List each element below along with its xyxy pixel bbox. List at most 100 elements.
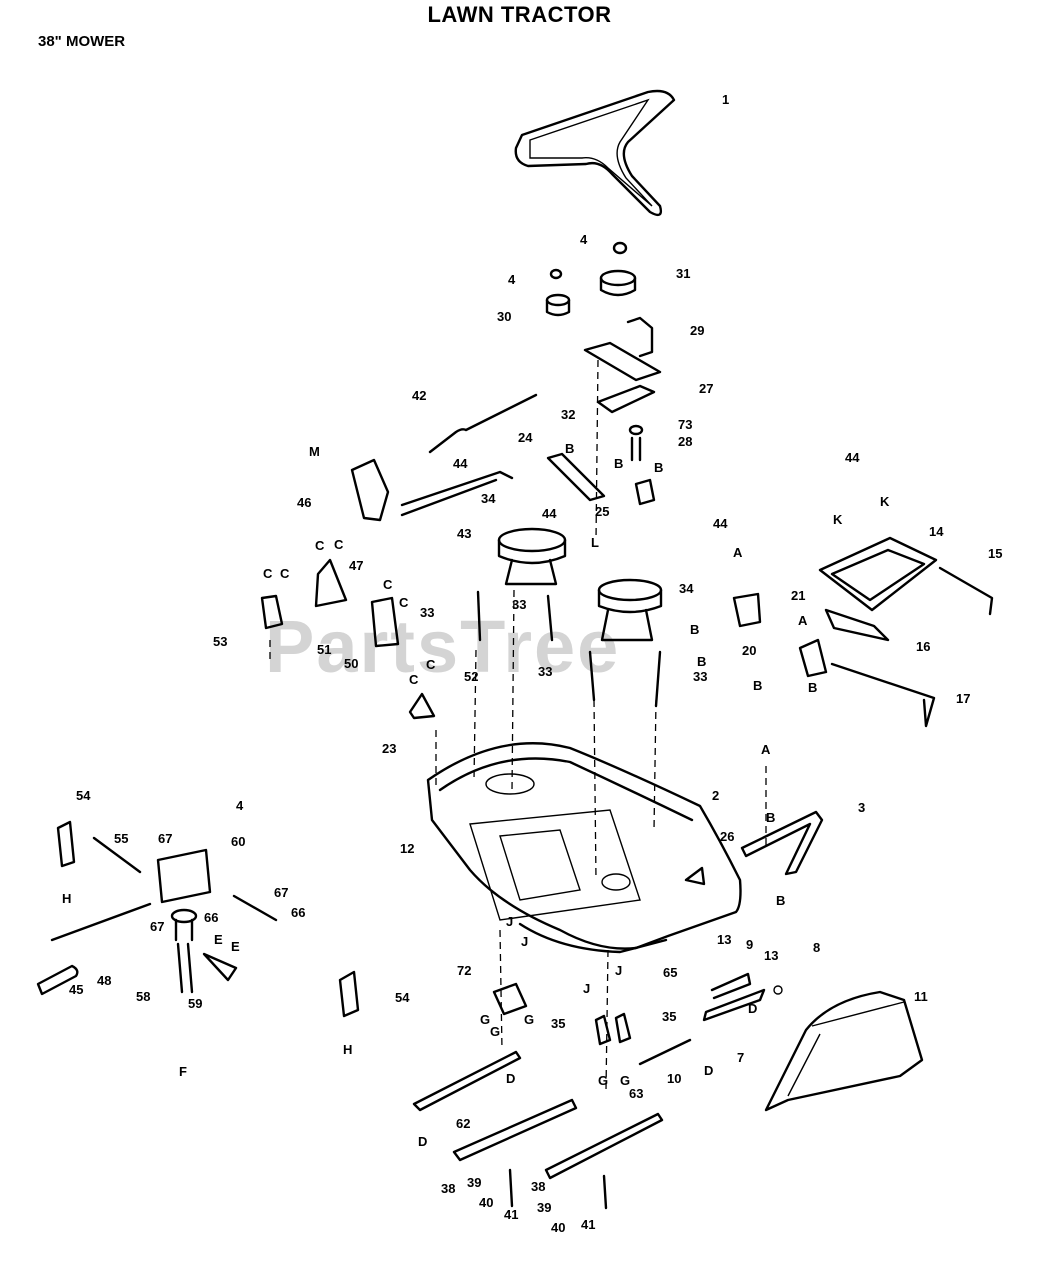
left-side-components xyxy=(36,820,360,1018)
part-number-label: 52 xyxy=(464,669,478,684)
part-number-label: 44 xyxy=(453,456,468,471)
drive-belt xyxy=(514,89,676,217)
part-number-label: 35 xyxy=(551,1016,565,1031)
part-number-label: 14 xyxy=(929,524,944,539)
part-number-label: 44 xyxy=(542,506,557,521)
alignment-lines xyxy=(269,359,767,1091)
part-number-label: 63 xyxy=(629,1086,643,1101)
part-number-label: 40 xyxy=(551,1220,565,1235)
part-number-label: 33 xyxy=(512,597,526,612)
reference-letter: A xyxy=(798,613,808,628)
part-number-label: 66 xyxy=(204,910,218,925)
part-number-label: 38 xyxy=(441,1181,455,1196)
part-number-label: 42 xyxy=(412,388,426,403)
part-number-label: 41 xyxy=(504,1207,518,1222)
reference-letter: B xyxy=(808,680,817,695)
part-number-label: 10 xyxy=(667,1071,681,1086)
part-number-label: 54 xyxy=(395,990,410,1005)
part-number-label: 40 xyxy=(479,1195,493,1210)
part-number-label: 55 xyxy=(114,831,128,846)
reference-letter: G xyxy=(620,1073,630,1088)
reference-letter: B xyxy=(614,456,623,471)
part-number-label: 48 xyxy=(97,973,111,988)
reference-letter: B xyxy=(654,460,663,475)
part-number-label: 35 xyxy=(662,1009,676,1024)
reference-letter: G xyxy=(524,1012,534,1027)
watermark: PartsTree xyxy=(265,605,620,688)
part-number-label: 1 xyxy=(722,92,729,107)
part-number-label: 15 xyxy=(988,546,1002,561)
part-number-label: 4 xyxy=(508,272,516,287)
reference-letter: G xyxy=(490,1024,500,1039)
spindle-assembly-left xyxy=(497,527,567,586)
part-number-label: 13 xyxy=(717,932,731,947)
reference-letter: C xyxy=(315,538,325,553)
part-number-label: 4 xyxy=(236,798,244,813)
part-number-label: E xyxy=(231,939,240,954)
reference-letter: J xyxy=(521,934,528,949)
part-number-label: 53 xyxy=(213,634,227,649)
diagram-subtitle: 38" MOWER xyxy=(38,33,126,50)
part-number-label: 58 xyxy=(136,989,150,1004)
reference-letter: C xyxy=(263,566,273,581)
part-number-label: 21 xyxy=(791,588,805,603)
spindle-rods xyxy=(476,590,662,708)
reference-letter: B xyxy=(776,893,785,908)
reference-letter: B xyxy=(766,810,775,825)
part-number-label: 39 xyxy=(537,1200,551,1215)
discharge-chute xyxy=(764,990,924,1112)
reference-letter: C xyxy=(409,672,419,687)
part-number-label: 33 xyxy=(693,669,707,684)
reference-letter: K xyxy=(833,512,843,527)
part-number-label: 29 xyxy=(690,323,704,338)
part-number-label: 31 xyxy=(676,266,690,281)
mower-blades xyxy=(412,1050,664,1210)
part-number-label: 47 xyxy=(349,558,363,573)
part-number-label: 51 xyxy=(317,642,331,657)
part-number-label: 9 xyxy=(746,937,753,952)
reference-letter: D xyxy=(418,1134,427,1149)
part-number-label: 34 xyxy=(679,581,694,596)
part-number-label: 4 xyxy=(580,232,588,247)
part-number-label: 7 xyxy=(737,1050,744,1065)
reference-letter: C xyxy=(334,537,344,552)
part-number-label: 38 xyxy=(531,1179,545,1194)
part-number-label: 32 xyxy=(561,407,575,422)
part-number-label: 67 xyxy=(150,919,164,934)
chute-hinge-parts xyxy=(638,972,783,1066)
part-number-label: 27 xyxy=(699,381,713,396)
part-number-label: 3 xyxy=(858,800,865,815)
part-number-label: 33 xyxy=(420,605,434,620)
part-number-label: 30 xyxy=(497,309,511,324)
part-number-label: 67 xyxy=(158,831,172,846)
reference-letter: H xyxy=(62,891,71,906)
part-number-label: 45 xyxy=(69,982,83,997)
part-number-label: 13 xyxy=(764,948,778,963)
part-number-label: 17 xyxy=(956,691,970,706)
reference-letter: D xyxy=(748,1001,757,1016)
tension-spring-and-bar xyxy=(350,393,538,522)
reference-letter: C xyxy=(399,595,409,610)
reference-letter: J xyxy=(583,981,590,996)
reference-letter: C xyxy=(383,577,393,592)
part-number-label: 33 xyxy=(538,664,552,679)
part-number-label: 34 xyxy=(481,491,496,506)
part-number-label: 2 xyxy=(712,788,719,803)
part-number-label: 73 xyxy=(678,417,692,432)
reference-letter: J xyxy=(615,963,622,978)
part-number-label: 23 xyxy=(382,741,396,756)
part-number-label: 25 xyxy=(595,504,609,519)
part-number-label: A xyxy=(761,742,771,757)
part-number-label: 11 xyxy=(914,989,928,1004)
part-number-label: 39 xyxy=(467,1175,481,1190)
reference-letter: D xyxy=(506,1071,515,1086)
part-number-label: 26 xyxy=(720,829,734,844)
part-number-label: 12 xyxy=(400,841,414,856)
part-number-label: 8 xyxy=(813,940,820,955)
idler-pulleys xyxy=(545,241,637,317)
reference-letter: B xyxy=(697,654,706,669)
part-number-label: 28 xyxy=(678,434,692,449)
